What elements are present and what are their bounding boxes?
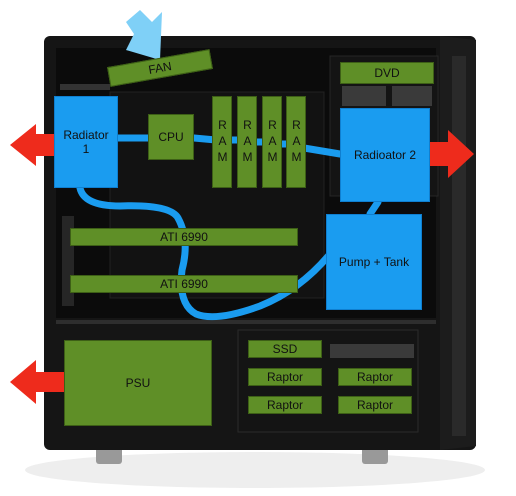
ram-label: RAM [289,118,304,166]
radiator2-exhaust-arrow [420,130,474,178]
radiator2-block: Radioator 2 [340,108,430,202]
ssd-block: SSD [248,340,322,358]
raptor-label: Raptor [266,398,304,412]
rear-fan-mount [60,84,110,90]
ram-stick-1: RAM [212,96,232,188]
raptor-drive-2: Raptor [338,368,412,386]
psu-divider [56,320,436,324]
fan-label: FAN [147,59,173,77]
ssd-label: SSD [272,342,298,356]
radiator2-label: Radioator 2 [353,148,417,162]
gpu2-label: ATI 6990 [160,277,208,291]
raptor-drive-3: Raptor [248,396,322,414]
gpu1-label: ATI 6990 [160,230,208,244]
tube-radiator2-pump [366,198,382,218]
fan-intake-arrow [126,10,162,60]
psu-block: PSU [64,340,212,426]
gpu1-block: ATI 6990 [70,228,298,246]
raptor-label: Raptor [356,370,394,384]
psu-exhaust-arrow [10,360,64,404]
radiator1-block: Radiator 1 [54,96,118,188]
radiator1-exhaust-arrow [10,124,56,166]
optical-bay-2 [392,86,432,106]
psu-label: PSU [125,376,151,390]
radiator1-label: Radiator 1 [63,128,109,156]
ram-stick-2: RAM [237,96,257,188]
dvd-label: DVD [374,66,400,80]
tube-pump-radiator1 [76,184,334,321]
tube-ram4-radiator2 [300,144,344,158]
cpu-block: CPU [148,114,194,160]
hdd-slot-empty [330,344,414,358]
pump-tank-label: Pump + Tank [338,255,410,269]
ram-label: RAM [240,118,255,166]
raptor-label: Raptor [356,398,394,412]
ram-label: RAM [265,118,280,166]
raptor-drive-1: Raptor [248,368,322,386]
cpu-label: CPU [158,130,184,144]
gpu2-block: ATI 6990 [70,275,298,293]
ram-label: RAM [215,118,230,166]
ram-stick-4: RAM [286,96,306,188]
raptor-drive-4: Raptor [338,396,412,414]
optical-bay-1 [342,86,386,106]
ram-stick-3: RAM [262,96,282,188]
raptor-label: Raptor [266,370,304,384]
pump-tank-block: Pump + Tank [326,214,422,310]
dvd-block: DVD [340,62,434,84]
